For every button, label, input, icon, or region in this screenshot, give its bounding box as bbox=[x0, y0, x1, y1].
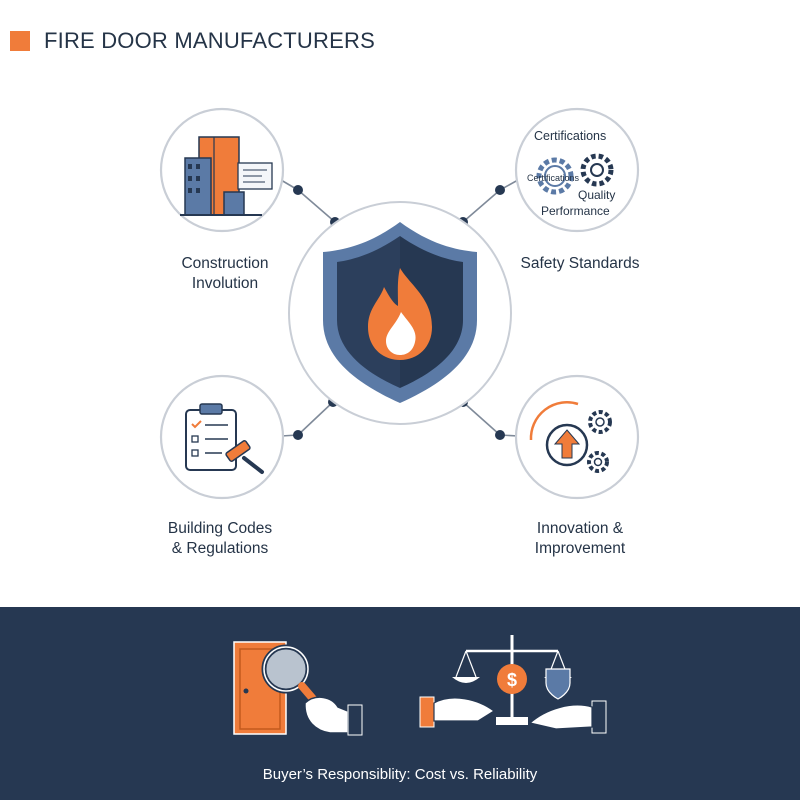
gears-icon bbox=[536, 153, 614, 195]
clipboard-gavel-icon bbox=[185, 403, 264, 474]
footer-illustration: $ bbox=[233, 635, 607, 736]
performance-text: Performance bbox=[541, 204, 610, 218]
scale-hands-icon: $ bbox=[419, 635, 607, 734]
construction-label-line1: Construction bbox=[181, 255, 269, 272]
safety-label: Safety Standards bbox=[520, 255, 640, 272]
node-circle-safety bbox=[514, 107, 640, 233]
buildings-icon bbox=[180, 136, 273, 216]
footer-band: $ bbox=[0, 607, 800, 800]
quality-text: Quality bbox=[578, 188, 616, 202]
svg-text:$: $ bbox=[507, 670, 517, 690]
innovation-label: Innovation & Improvement bbox=[500, 519, 660, 559]
building-label-line1: Building Codes bbox=[167, 520, 273, 537]
page-title: FIRE DOOR MANUFACTURERS bbox=[44, 28, 375, 53]
gear-certifications-text: Certifications bbox=[527, 173, 580, 183]
door-magnifier-icon bbox=[233, 641, 363, 736]
innovation-label-line2: Improvement bbox=[534, 540, 626, 557]
building-label: Building Codes & Regulations bbox=[140, 519, 300, 559]
construction-label: Construction Involution bbox=[150, 254, 300, 294]
accent-square bbox=[10, 31, 30, 51]
shield-flame-icon bbox=[323, 222, 477, 403]
footer-caption: Buyer’s Responsiblity: Cost vs. Reliabil… bbox=[262, 766, 538, 783]
construction-label-line2: Involution bbox=[191, 275, 259, 292]
building-label-line2: & Regulations bbox=[171, 540, 269, 557]
certifications-text: Certifications bbox=[534, 129, 607, 143]
header: FIRE DOOR MANUFACTURERS bbox=[10, 28, 375, 54]
innovation-label-line1: Innovation & bbox=[536, 520, 624, 537]
upward-arrow-gears-icon bbox=[529, 401, 612, 473]
